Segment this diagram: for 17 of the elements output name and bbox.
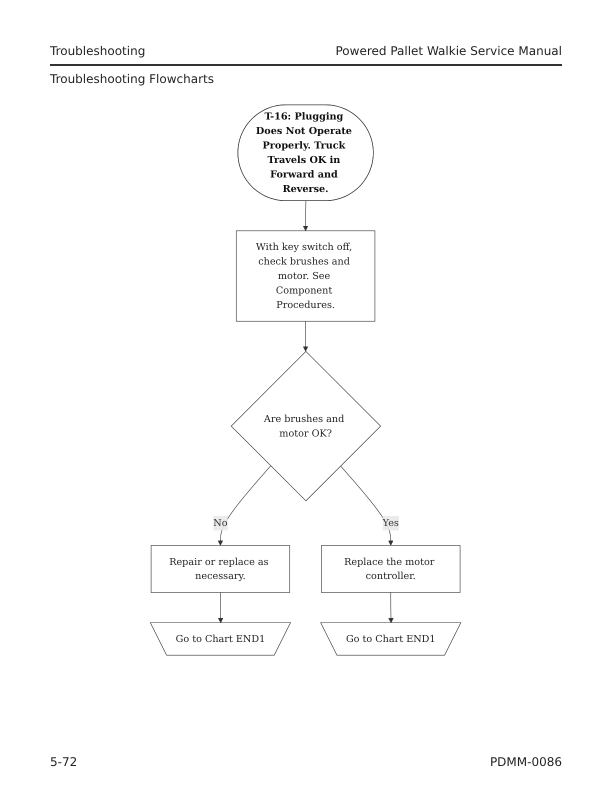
arrow — [218, 466, 271, 546]
arrow — [388, 592, 394, 624]
document-number: PDMM-0086 — [490, 755, 562, 769]
node-box: Repair or replace as necessary. — [150, 545, 290, 593]
edge-label: Yes — [382, 517, 399, 529]
section-heading: Troubleshooting Flowcharts — [50, 72, 214, 86]
arrow — [218, 592, 224, 624]
node-box: Replace the motor controller. — [321, 545, 460, 593]
arrow — [340, 466, 394, 546]
arrow — [302, 320, 308, 352]
node-box: With key switch off, check brushes and motor. See Component Procedures. — [236, 230, 376, 322]
header-text: Troubleshooting — [50, 44, 146, 58]
page-number: 5-72 — [50, 755, 78, 769]
edge-label: No — [213, 517, 228, 529]
header-text: Powered Pallet Walkie Service Manual — [336, 44, 562, 58]
node-diamond: Are brushes and motor OK? — [230, 350, 382, 502]
arrow — [302, 200, 308, 232]
